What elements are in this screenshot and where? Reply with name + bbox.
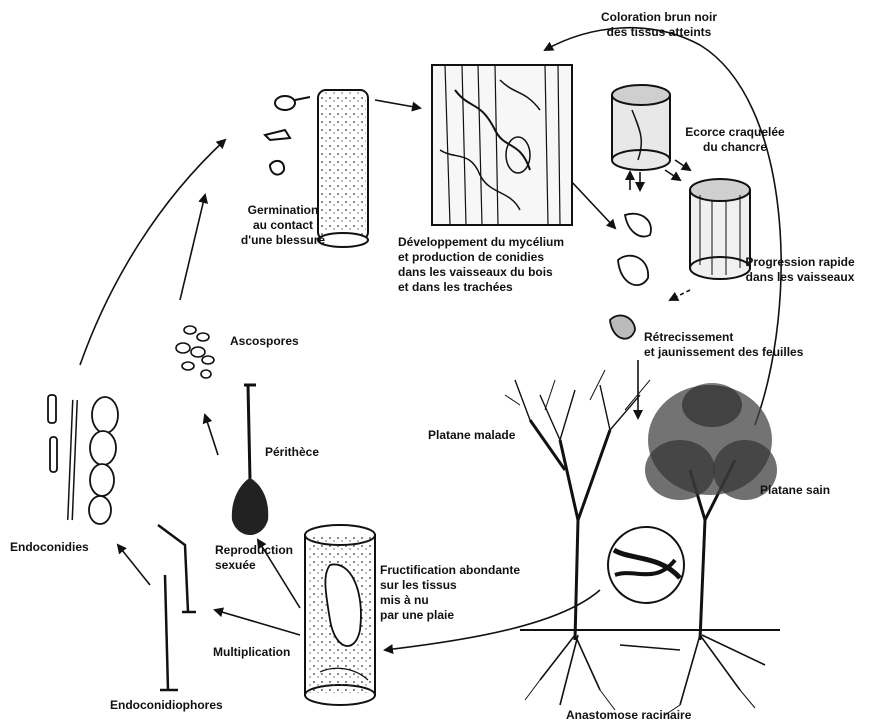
label-platane-malade: Platane malade — [428, 428, 515, 443]
arrow-ecorce-progression-2 — [665, 170, 680, 180]
label-ascospores: Ascospores — [230, 334, 299, 349]
arrow-endoconidies-to-germination — [80, 140, 225, 365]
label-anastomose: Anastomose racinaire — [566, 708, 691, 723]
ascospores-cluster — [176, 326, 214, 378]
healthy-plane-tree — [645, 383, 777, 640]
endoconidies-cells — [48, 395, 118, 524]
germinating-spores — [265, 96, 310, 175]
label-retrecissement: Rétrecissement et jaunissement des feuil… — [644, 330, 803, 360]
wood-vessel-section — [432, 65, 572, 225]
arrow-endoconidiophores-to-endoconidies — [118, 545, 150, 585]
progression-cylinder — [690, 179, 750, 279]
label-endoconidiophores: Endoconidiophores — [110, 698, 223, 713]
arrow-perithece-to-ascospores — [205, 415, 218, 455]
perithece-shape — [232, 385, 268, 535]
root-anastomosis-lens — [608, 527, 684, 603]
fructification-trunk — [305, 525, 375, 705]
arrow-ecorce-progression-1 — [675, 160, 690, 170]
arrow-trunk-to-endoconidiophores — [215, 610, 300, 635]
label-endoconidies: Endoconidies — [10, 540, 89, 555]
label-platane-sain: Platane sain — [760, 483, 830, 498]
arrow-ascospores-to-germination — [180, 195, 205, 300]
label-germination: Germination au contact d'une blessure — [238, 203, 328, 248]
label-coloration: Coloration brun noir des tissus atteints — [594, 10, 724, 40]
arrow-germination-to-wood — [375, 100, 420, 108]
cracked-bark-cylinder — [612, 85, 670, 170]
label-reproduction: Reproduction sexuée — [215, 543, 293, 573]
arrow-wood-to-leaves — [570, 180, 615, 228]
arrow-progression-to-leaf — [670, 290, 690, 300]
label-perithece: Périthèce — [265, 445, 319, 460]
wilting-leaves — [610, 214, 651, 339]
label-developpement: Développement du mycélium et production … — [398, 235, 564, 295]
label-fructification: Fructification abondante sur les tissus … — [380, 563, 520, 623]
label-multiplication: Multiplication — [213, 645, 290, 660]
label-ecorce: Ecorce craquelée du chancre — [680, 125, 790, 155]
ground-and-roots — [520, 630, 780, 715]
endoconidiophores-shape — [158, 525, 196, 690]
label-progression: Progression rapide dans les vaisseaux — [745, 255, 855, 285]
